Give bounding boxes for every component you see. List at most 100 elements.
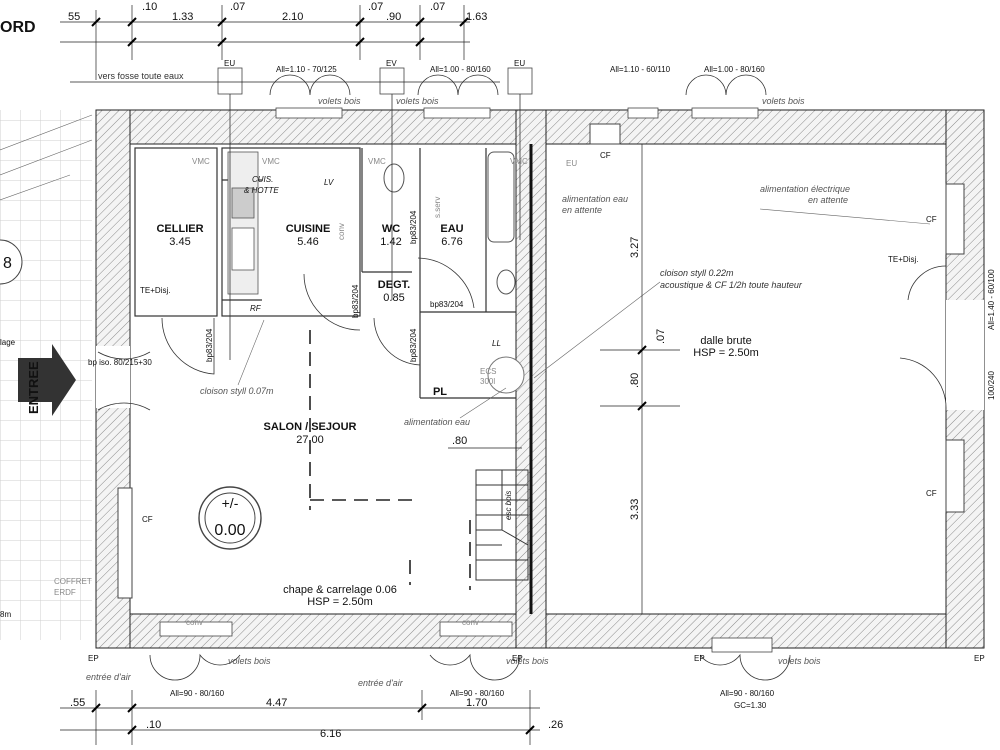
conv-label-2: conv	[186, 618, 203, 627]
eu-label-1: EU	[224, 59, 235, 68]
bottom-tick-4	[525, 725, 535, 735]
rf-label: RF	[250, 304, 262, 313]
drain-boxes	[217, 67, 533, 360]
kitchen-counter	[227, 151, 259, 295]
room-eau-area: 6.76	[441, 236, 462, 248]
alim-eau-note: alimentation eau	[404, 417, 470, 427]
room-salon-area: 27.00	[296, 434, 324, 446]
volets-label-1: volets bois	[318, 96, 361, 106]
stair-dim: .80	[452, 435, 467, 447]
top-dim-5: .07	[368, 1, 383, 13]
room-eau-name: EAU	[440, 223, 463, 235]
window-label-1: All=1.10 - 70/125	[276, 65, 337, 74]
room-salon-name: SALON / SEJOUR	[264, 421, 357, 433]
ecs-label-2: 300l	[480, 377, 495, 386]
bottom-tick-5	[127, 725, 137, 735]
terrace-label-fragment: lage	[0, 338, 16, 347]
bottom-dim-1: .55	[70, 697, 85, 709]
room-cellier-name: CELLIER	[156, 223, 203, 235]
top-dim-8: 1.63	[466, 11, 487, 23]
terrace-number: 8	[3, 255, 12, 272]
cloison-note-2b: acoustique & CF 1/2h toute hauteur	[660, 280, 803, 290]
garage-dim-h2: .07	[655, 329, 667, 344]
coffret-label-1: COFFRET	[54, 577, 92, 586]
door-iso-label: bp iso. 80/215+30	[88, 358, 152, 367]
ll-label: LL	[492, 339, 501, 348]
window-shutters-top	[269, 74, 767, 119]
vmc-label-2: VMC	[262, 157, 280, 166]
alim-elec-1: alimentation électrique	[760, 184, 850, 194]
window-label-bottom-3: All=90 - 80/160	[720, 689, 775, 698]
conv-label-1: conv	[337, 223, 346, 240]
hotte-label: & HOTTE	[244, 186, 279, 195]
water-heater	[487, 356, 525, 394]
exterior-walls	[95, 109, 985, 649]
coffret-label-2: ERDF	[54, 588, 76, 597]
washbasin	[496, 269, 516, 295]
door-label-5: bp83/204	[430, 300, 464, 309]
alim-elec-leader	[759, 208, 931, 225]
room-pl-name: PL	[433, 386, 447, 398]
door-label-1: bp83/204	[205, 328, 214, 362]
entree-air-label-1: entrée d'air	[86, 672, 132, 682]
ep-label-1: EP	[88, 654, 99, 663]
plan-title-fragment: ORD	[0, 19, 36, 36]
top-dimension-ticks	[91, 17, 469, 47]
garage-dim-h1: 3.27	[629, 237, 641, 258]
cloison-note-2a: cloison styll 0.22m	[660, 268, 734, 278]
vmc-label-3: VMC	[368, 157, 386, 166]
bottom-dim-3: 1.70	[466, 697, 487, 709]
level-value: 0.00	[214, 522, 245, 539]
gc-label: GC=1.30	[734, 701, 767, 710]
room-wc-area: 1.42	[380, 236, 401, 248]
cf-closet-right-bottom	[945, 439, 965, 513]
beam-lines	[309, 330, 471, 590]
top-dim-2: 1.33	[172, 11, 193, 23]
entree-air-label-2: entrée d'air	[358, 678, 404, 688]
volets-label-4: volets bois	[228, 656, 271, 666]
window-label-right: All=1.40 - 60/100	[987, 269, 996, 330]
volets-label-3: volets bois	[762, 96, 805, 106]
alim-elec-2: en attente	[808, 195, 848, 205]
volets-label-2: volets bois	[396, 96, 439, 106]
door-label-2: bp83/204	[351, 284, 360, 318]
te-label-1: TE+Disj.	[140, 286, 170, 295]
garage-dim-h4: 3.33	[629, 499, 641, 520]
lv-label: LV	[324, 178, 334, 187]
te-label-2: TE+Disj.	[888, 255, 918, 264]
entree-label: ENTREE	[26, 361, 41, 414]
window-label-2: All=1.00 - 80/160	[430, 65, 491, 74]
room-degt-area: 0.85	[383, 292, 404, 304]
ecs-label-1: ECS	[480, 367, 496, 376]
eu-label-3: EU	[566, 159, 577, 168]
esc-label: esc bois	[504, 491, 513, 520]
eu-label-2: EU	[514, 59, 525, 68]
toilet	[383, 163, 405, 193]
bottom-dim-6: .26	[548, 719, 563, 731]
volets-label-6: volets bois	[778, 656, 821, 666]
room-degt-name: DEGT.	[378, 279, 410, 291]
ep-label-2: EP	[512, 654, 523, 663]
top-dim-6: .90	[386, 11, 401, 23]
window-label-4: All=1.00 - 80/160	[704, 65, 765, 74]
level-marker-inner	[204, 492, 256, 544]
interior-partitions	[134, 147, 516, 399]
cf-label-right-top: CF	[926, 215, 937, 224]
ep-label-4: EP	[974, 654, 985, 663]
garage-dim-tick-2	[637, 401, 647, 411]
room-wc-name: WC	[382, 223, 400, 235]
bottom-dim-4: .10	[146, 719, 161, 731]
door-label-right: 100/240	[987, 371, 996, 400]
alim-eau-attente-2: en attente	[562, 205, 602, 215]
bottom-dim-5: 6.16	[320, 728, 341, 740]
dalle-hsp-label: HSP = 2.50m	[693, 347, 759, 359]
bottom-tick-1	[91, 703, 101, 713]
cloison-leader-1	[237, 319, 265, 386]
sserv-label: s.serv	[433, 197, 442, 218]
alim-eau-attente-1: alimentation eau	[562, 194, 628, 204]
bottom-dim-2: 4.47	[266, 697, 287, 709]
chape-label: chape & carrelage 0.06	[283, 584, 397, 596]
garage-dim-h3: .80	[629, 373, 641, 388]
cf-closet-right-top	[945, 183, 965, 255]
